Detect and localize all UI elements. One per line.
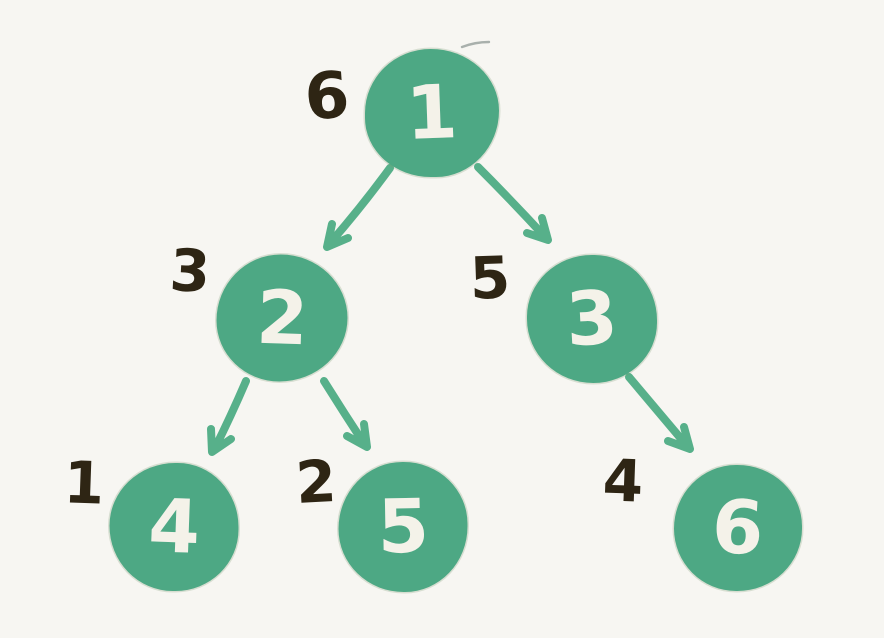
- tree-node-1: 1: [365, 49, 499, 177]
- node-3-value: 3: [564, 274, 620, 364]
- edge-arrow-2-to-4: [207, 377, 250, 456]
- node-1-value: 1: [404, 69, 460, 157]
- order-label-node-1: 6: [302, 58, 352, 136]
- tree-node-6: 6: [674, 465, 802, 591]
- tree-node-3: 3: [527, 255, 657, 383]
- node-6-value: 6: [710, 483, 766, 573]
- order-label-node-6: 4: [601, 446, 645, 516]
- node-2-value: 2: [254, 274, 310, 362]
- order-label-node-3: 5: [468, 243, 512, 313]
- node-5-value: 5: [376, 483, 430, 571]
- order-label-node-5: 2: [294, 446, 338, 518]
- tree-node-4: 4: [109, 463, 239, 591]
- edge-arrow-3-to-6: [625, 373, 694, 453]
- order-label-node-4: 1: [62, 448, 106, 518]
- edge-arrow-2-to-5: [320, 377, 371, 451]
- order-label-node-2: 3: [168, 235, 212, 307]
- stray-pencil-mark: [460, 40, 491, 49]
- node-4-value: 4: [146, 483, 202, 571]
- tree-node-5: 5: [338, 462, 468, 592]
- edge-arrow-1-to-3: [474, 163, 552, 244]
- edge-arrow-1-to-2: [323, 164, 394, 251]
- tree-node-2: 2: [216, 254, 348, 382]
